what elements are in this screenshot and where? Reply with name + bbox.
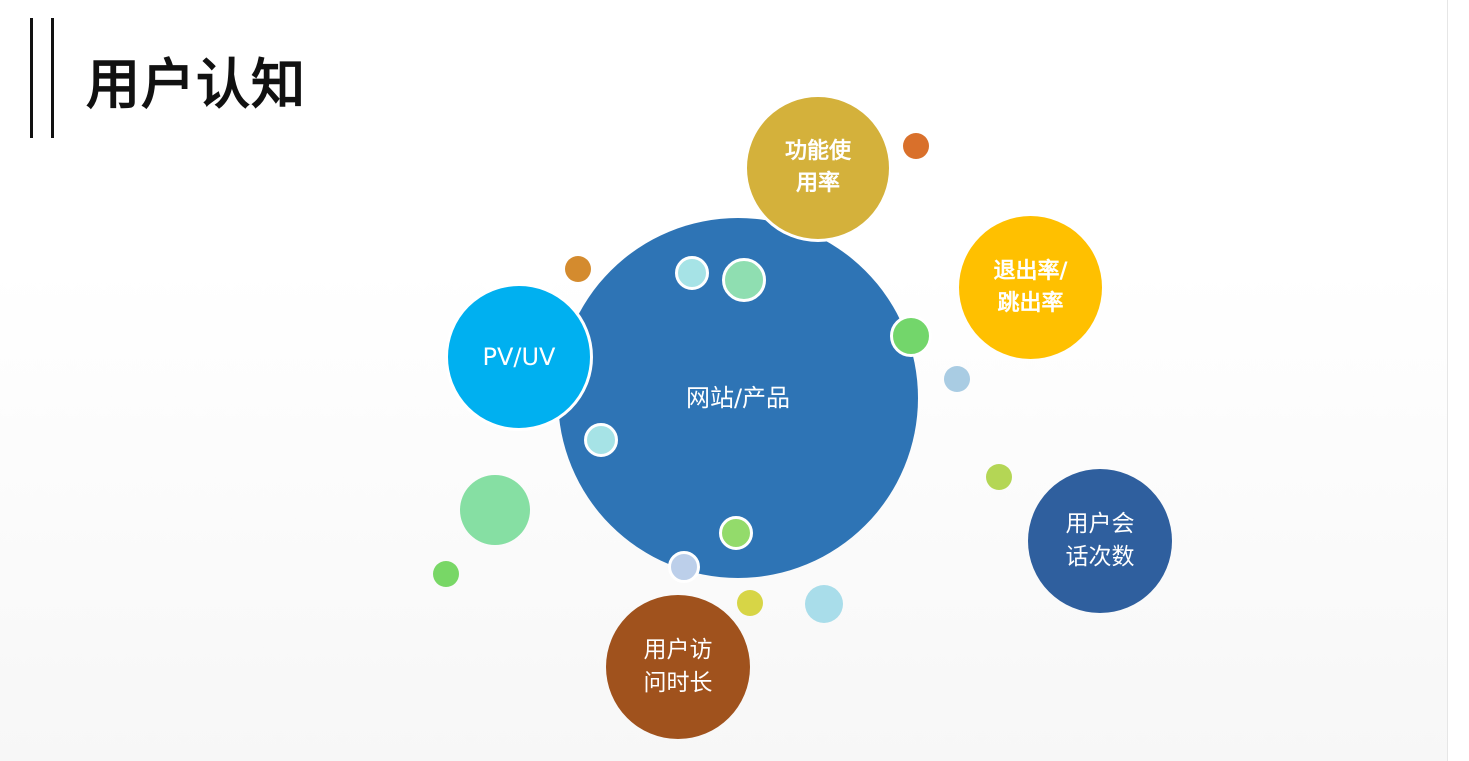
pv-uv-node: PV/UV: [445, 283, 593, 431]
decorative-dot: [668, 551, 700, 583]
visit-duration-node: 用户访 问时长: [606, 595, 750, 739]
decorative-dot: [675, 256, 709, 290]
decorative-dot: [433, 561, 459, 587]
scrollbar-track[interactable]: [1447, 0, 1469, 761]
feature-usage-node: 功能使 用率: [744, 94, 892, 242]
title-accent-bar: [51, 18, 54, 138]
center-node-label: 网站/产品: [685, 383, 791, 412]
title-accent-bar: [30, 18, 33, 138]
decorative-dot: [722, 258, 766, 302]
user-sessions-label: 用户会 话次数: [1065, 510, 1135, 570]
page-title: 用户认知: [86, 53, 306, 116]
user-sessions-node: 用户会 话次数: [1028, 469, 1172, 613]
feature-usage-label: 功能使 用率: [784, 139, 851, 196]
decorative-dot: [737, 590, 763, 616]
decorative-dot: [890, 315, 932, 357]
decorative-dot: [903, 133, 929, 159]
decorative-dot: [805, 585, 843, 623]
decorative-dot: [944, 366, 970, 392]
decorative-dot: [719, 516, 753, 550]
visit-duration-label: 用户访 问时长: [643, 636, 713, 696]
bounce-rate-label: 退出率/ 跳出率: [993, 258, 1068, 316]
decorative-dot: [986, 464, 1012, 490]
decorative-dot: [584, 423, 618, 457]
bounce-rate-node: 退出率/ 跳出率: [959, 216, 1102, 359]
decorative-dot: [565, 256, 591, 282]
pv-uv-label: PV/UV: [482, 342, 556, 371]
decorative-dot: [460, 475, 530, 545]
